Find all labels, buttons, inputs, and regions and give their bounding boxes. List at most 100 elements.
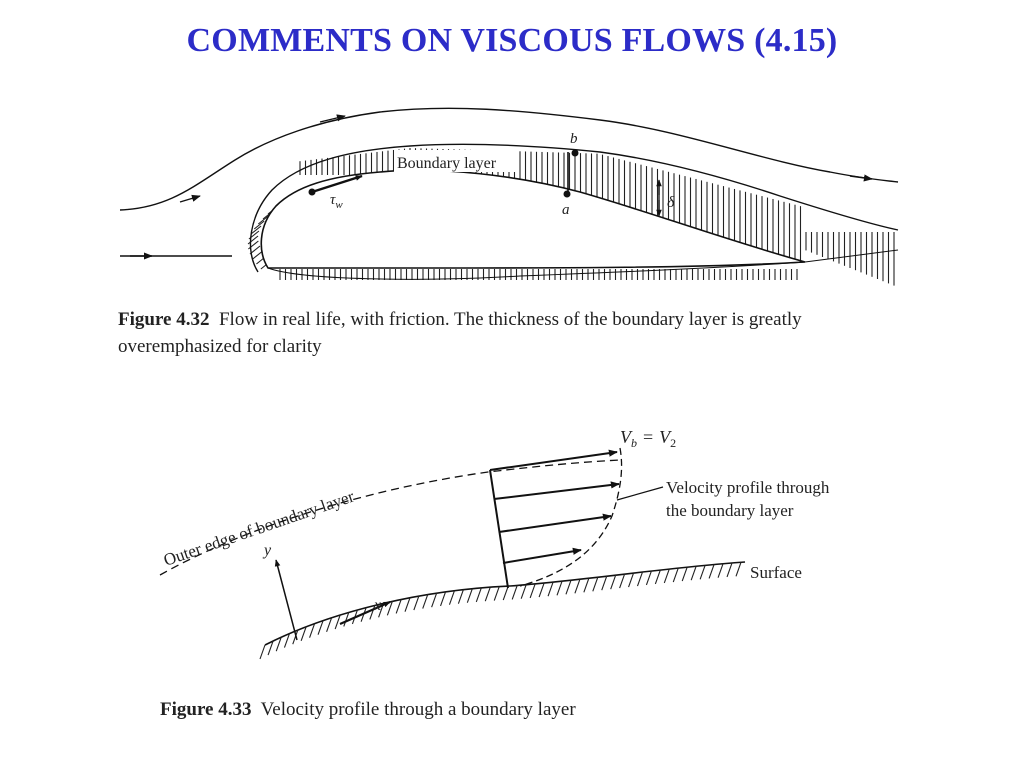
- surface-hatch-line: [448, 590, 455, 605]
- surface-hatch-line: [283, 633, 290, 648]
- point-a: [563, 190, 571, 198]
- slide-title: COMMENTS ON VISCOUS FLOWS (4.15): [186, 22, 838, 59]
- surface-hatch-line: [726, 562, 733, 578]
- vb-v2-label: Vb=V2: [620, 427, 676, 450]
- surface-hatch-line: [699, 565, 706, 580]
- surface-hatch-line: [292, 629, 299, 645]
- surface-hatch-line: [610, 574, 617, 590]
- velocity-vector-3: [498, 513, 612, 533]
- x-axis-arrow: [339, 600, 391, 626]
- surface-hatch-line: [565, 580, 572, 595]
- surface-hatch-line: [431, 593, 438, 608]
- surface-hatch-line: [466, 588, 473, 603]
- surface-hatch-line: [300, 626, 307, 642]
- profile-label-line1: Velocity profile through: [666, 478, 830, 497]
- hatch-line: [252, 250, 264, 260]
- surface-hatch-line: [317, 620, 324, 635]
- shear-stress-arrow: [311, 174, 363, 194]
- point-tau: [308, 188, 316, 196]
- x-axis-label: x: [373, 597, 381, 614]
- surface-hatch-line: [601, 576, 608, 591]
- surface-hatch-line: [592, 577, 599, 592]
- surface-hatch-line: [511, 585, 518, 600]
- y-axis-arrow: [274, 559, 298, 641]
- surface-hatch-line: [636, 571, 644, 587]
- surface-hatch-line: [529, 583, 536, 599]
- surface-hatch-line: [493, 586, 500, 601]
- velocity-vector-1: [489, 449, 618, 471]
- surface-hatch-line: [628, 572, 635, 588]
- surface-hatch-line: [547, 581, 554, 597]
- figure-4-32: Boundary layer τw b a δ: [119, 107, 899, 286]
- profile-label-line2: the boundary layer: [666, 501, 794, 520]
- figure-4-32-caption: Figure 4.32 Flow in real life, with fric…: [118, 306, 898, 360]
- surface-hatch-line: [404, 597, 411, 612]
- boundary-layer-hatch: [247, 148, 895, 286]
- surface-hatch-line: [672, 567, 679, 583]
- surface-hatch-line: [440, 591, 447, 607]
- surface-hatch-line: [422, 594, 429, 609]
- surface-hatch-line: [457, 589, 464, 604]
- surface-hatch-line: [267, 640, 274, 656]
- velocity-profile-curve: [519, 447, 623, 587]
- surface-hatch-line: [645, 570, 652, 586]
- surface-hatch-line: [395, 599, 402, 614]
- surface-hatch-line: [538, 582, 545, 598]
- hatch-line: [253, 220, 265, 230]
- profile-leader-line: [616, 486, 664, 501]
- figure-4-33-caption-text: Velocity profile through a boundary laye…: [260, 699, 576, 720]
- profile-base-line: [489, 469, 509, 589]
- figure-4-32-caption-line2: overemphasized for clarity: [118, 336, 322, 357]
- surface-hatch-line: [690, 565, 697, 581]
- surface-hatch-line: [663, 568, 670, 584]
- streamline-arrow: [849, 174, 873, 182]
- point-b: [571, 149, 579, 157]
- boundary-layer-label: Boundary layer: [397, 155, 497, 172]
- hatch-line: [250, 225, 262, 235]
- boundary-layer-edge: [249, 143, 899, 273]
- velocity-vector-2: [493, 481, 620, 500]
- surface-hatch-line: [369, 605, 376, 620]
- boundary-layer-label-bg: [394, 150, 518, 172]
- lower-edge: [267, 261, 806, 280]
- hatch-line: [257, 215, 269, 225]
- surface-hatch-line: [574, 579, 581, 594]
- delta-label: δ: [667, 194, 675, 211]
- surface-hatch-line: [326, 617, 333, 632]
- label-a: a: [562, 202, 570, 218]
- surface-hatch-line: [502, 585, 509, 601]
- surface-hatch-line: [556, 581, 563, 596]
- streamline-arrow: [319, 114, 346, 123]
- surface-hatch-line: [309, 623, 316, 638]
- surface-hatch-line: [654, 569, 661, 585]
- outer-edge-line: [159, 459, 621, 576]
- surface-hatch-line: [334, 614, 341, 630]
- surface-hatch-line: [475, 587, 482, 603]
- surface-hatch-line: [259, 644, 266, 660]
- surface-hatch-line: [681, 566, 688, 582]
- figure-4-32-number: Figure 4.32: [118, 309, 210, 330]
- streamline-upper: [119, 107, 899, 211]
- hatch-line: [247, 235, 259, 245]
- surface-hatch-line: [343, 612, 350, 627]
- surface-hatch-line: [275, 637, 282, 652]
- surface-label: Surface: [750, 563, 802, 582]
- surface-hatch: [259, 562, 742, 660]
- outer-edge-label: Outer edge of boundary layer: [161, 487, 357, 570]
- y-axis-label: y: [262, 542, 272, 559]
- surface-hatch-line: [717, 563, 724, 578]
- figure-4-33-number: Figure 4.33: [160, 699, 252, 720]
- streamline-arrow: [179, 194, 201, 203]
- surface-hatch-line: [484, 586, 491, 602]
- surface-hatch-line: [583, 578, 590, 593]
- tau-label: τw: [330, 192, 343, 211]
- surface-hatch-line: [386, 601, 393, 616]
- label-b: b: [570, 131, 578, 147]
- surface-hatch-line: [619, 573, 626, 589]
- surface-hatch-line: [708, 564, 715, 579]
- surface-hatch-line: [735, 562, 742, 577]
- surface-hatch-line: [413, 595, 420, 611]
- wake-lower-edge: [804, 249, 899, 263]
- figure-4-33-caption: Figure 4.33 Velocity profile through a b…: [160, 696, 860, 723]
